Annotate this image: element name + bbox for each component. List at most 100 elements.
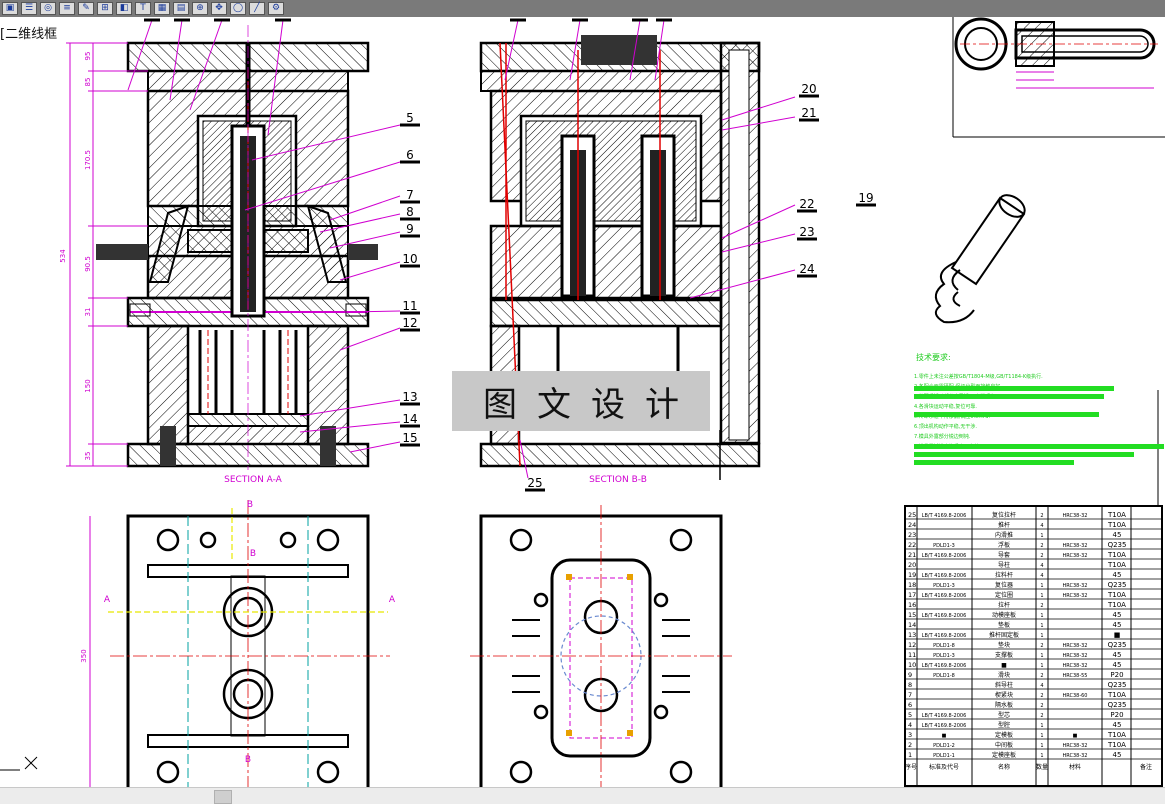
bom-cell-name: 导柱 (998, 561, 1010, 569)
bom-cell-std: LB/T 4169.8-2006 (922, 613, 967, 619)
bom-cell-mat: HRC38-32 (1062, 513, 1087, 519)
dimension-label: 35 (84, 452, 92, 461)
bom-cell-no: 8 (908, 681, 912, 689)
bom-cell-name: 导套 (998, 551, 1010, 559)
bom-cell-spec: T10A (1107, 521, 1126, 529)
bom-cell-name: 垫块 (998, 641, 1010, 649)
bom-header-weight: 备注 (1140, 763, 1152, 771)
bom-cell-std: LB/T 4169.8-2006 (922, 663, 967, 669)
bom-cell-std: LB/T 4169.8-2006 (922, 513, 967, 519)
bom-cell-name: 斜导柱 (995, 681, 1013, 689)
horizontal-scrollbar-thumb[interactable] (214, 790, 232, 804)
bom-cell-no: 16 (908, 601, 916, 609)
bom-cell-name: 垫板 (998, 621, 1010, 629)
dimension-label: 31 (84, 308, 92, 317)
settings-icon[interactable]: ⚙ (268, 2, 284, 15)
bom-cell-name: 定模板 (995, 731, 1013, 739)
bom-cell-no: 1 (908, 751, 912, 759)
bom-cell-name: 型芯 (998, 711, 1010, 719)
bom-cell-name: 隔水板 (995, 701, 1013, 709)
part-3d-sketch[interactable] (934, 191, 1029, 324)
bom-cell-no: 25 (908, 511, 916, 519)
bom-cell-spec: 45 (1113, 751, 1122, 759)
bom-cell-no: 14 (908, 621, 916, 629)
bom-cell-name: 浮板 (998, 541, 1010, 549)
block-icon[interactable]: ◧ (116, 2, 132, 15)
part-detail-view[interactable] (952, 17, 1165, 138)
bom-cell-no: 20 (908, 561, 916, 569)
callout-number: 12 (402, 316, 417, 330)
bom-cell-spec: 45 (1113, 621, 1122, 629)
callout-number: 23 (799, 225, 814, 239)
bom-cell-no: 12 (908, 641, 916, 649)
print-icon[interactable]: ☰ (21, 2, 37, 15)
bom-cell-no: 5 (908, 711, 912, 719)
dim-icon[interactable]: ⊞ (97, 2, 113, 15)
bom-cell-spec: T10A (1107, 561, 1126, 569)
tech-req-line: 1.零件上未注公差按GB/T1804-M级,GB/T1184-K级执行. (914, 373, 1043, 380)
bom-cell-no: 10 (908, 661, 916, 669)
layer-icon[interactable]: ◎ (40, 2, 56, 15)
bom-cell-std: LB/T 4169.8-2006 (922, 723, 967, 729)
status-bar (0, 787, 1165, 804)
tech-req-line: 4.各滑块运动平稳,复位可靠. (914, 403, 977, 410)
bom-cell-qty: 1 (1040, 613, 1043, 619)
toolbar: ▣☰◎≡✎⊞◧T▦▤⊕✥◯╱⚙ (0, 0, 1165, 17)
dimension-label: 85 (84, 78, 92, 87)
bom-cell-spec: Q235 (1108, 681, 1127, 689)
bom-cell-no: 24 (908, 521, 916, 529)
viewport-label[interactable]: [二维线框 (0, 27, 58, 42)
section-aa-view[interactable] (66, 19, 401, 470)
bom-cell-spec: T10A (1107, 511, 1126, 519)
callout-number: 13 (402, 390, 417, 404)
bom-cell-qty: 1 (1040, 583, 1043, 589)
bom-cell-qty: 1 (1040, 633, 1043, 639)
circle-icon[interactable]: ◯ (230, 2, 246, 15)
bom-cell-name: 支撑板 (995, 651, 1013, 659)
bom-cell-mat: HRC38-60 (1062, 693, 1087, 699)
text-icon[interactable]: T (135, 2, 151, 15)
bom-cell-mat: HRC38-32 (1062, 543, 1087, 549)
section-bb-title: SECTION B-B (589, 475, 647, 485)
bom-cell-no: 3 (908, 731, 912, 739)
hatch-icon[interactable]: ▦ (154, 2, 170, 15)
bom-cell-no: 13 (908, 631, 916, 639)
bom-cell-spec: T10A (1107, 591, 1126, 599)
bom-cell-spec: T10A (1107, 601, 1126, 609)
bom-cell-std: PDLD1-3 (933, 543, 955, 549)
tech-req-line: 7.模具外露部分锐边倒钝. (914, 433, 971, 440)
bom-cell-qty: 2 (1040, 693, 1043, 699)
callout-number: 24 (799, 262, 814, 276)
grid-icon[interactable]: ▤ (173, 2, 189, 15)
save-icon[interactable]: ▣ (2, 2, 18, 15)
bom-cell-name: ■ (1001, 662, 1007, 669)
section-bb-view[interactable] (479, 19, 796, 479)
callout-number: 21 (801, 106, 816, 120)
watermark-banner: 图文设计 (452, 371, 710, 431)
bom-cell-qty: 1 (1040, 743, 1043, 749)
bom-cell-qty: 1 (1040, 663, 1043, 669)
plan-view-left[interactable] (89, 500, 390, 787)
dimension-label: 534 (59, 249, 67, 263)
bom-cell-qty: 1 (1040, 753, 1043, 759)
line-icon[interactable]: ╱ (249, 2, 265, 15)
move-icon[interactable]: ✥ (211, 2, 227, 15)
bom-cell-mat: ■ (1073, 733, 1078, 739)
bom-cell-mat: HRC38-55 (1062, 673, 1087, 679)
bom-cell-std: LB/T 4169.8-2006 (922, 573, 967, 579)
callout-number: 7 (406, 188, 414, 202)
bom-cell-mat: HRC38-32 (1062, 583, 1087, 589)
bom-cell-qty: 2 (1040, 603, 1043, 609)
bom-cell-no: 9 (908, 671, 912, 679)
bom-header-qty: 数量 (1036, 763, 1048, 771)
bom-cell-name: 定模座板 (992, 751, 1016, 759)
align-icon[interactable]: ≡ (59, 2, 75, 15)
plan-view-right[interactable] (470, 505, 732, 787)
pen-icon[interactable]: ✎ (78, 2, 94, 15)
zoom-icon[interactable]: ⊕ (192, 2, 208, 15)
bom-cell-spec: Q235 (1108, 541, 1127, 549)
bom-cell-std: LB/T 4169.8-2006 (922, 593, 967, 599)
